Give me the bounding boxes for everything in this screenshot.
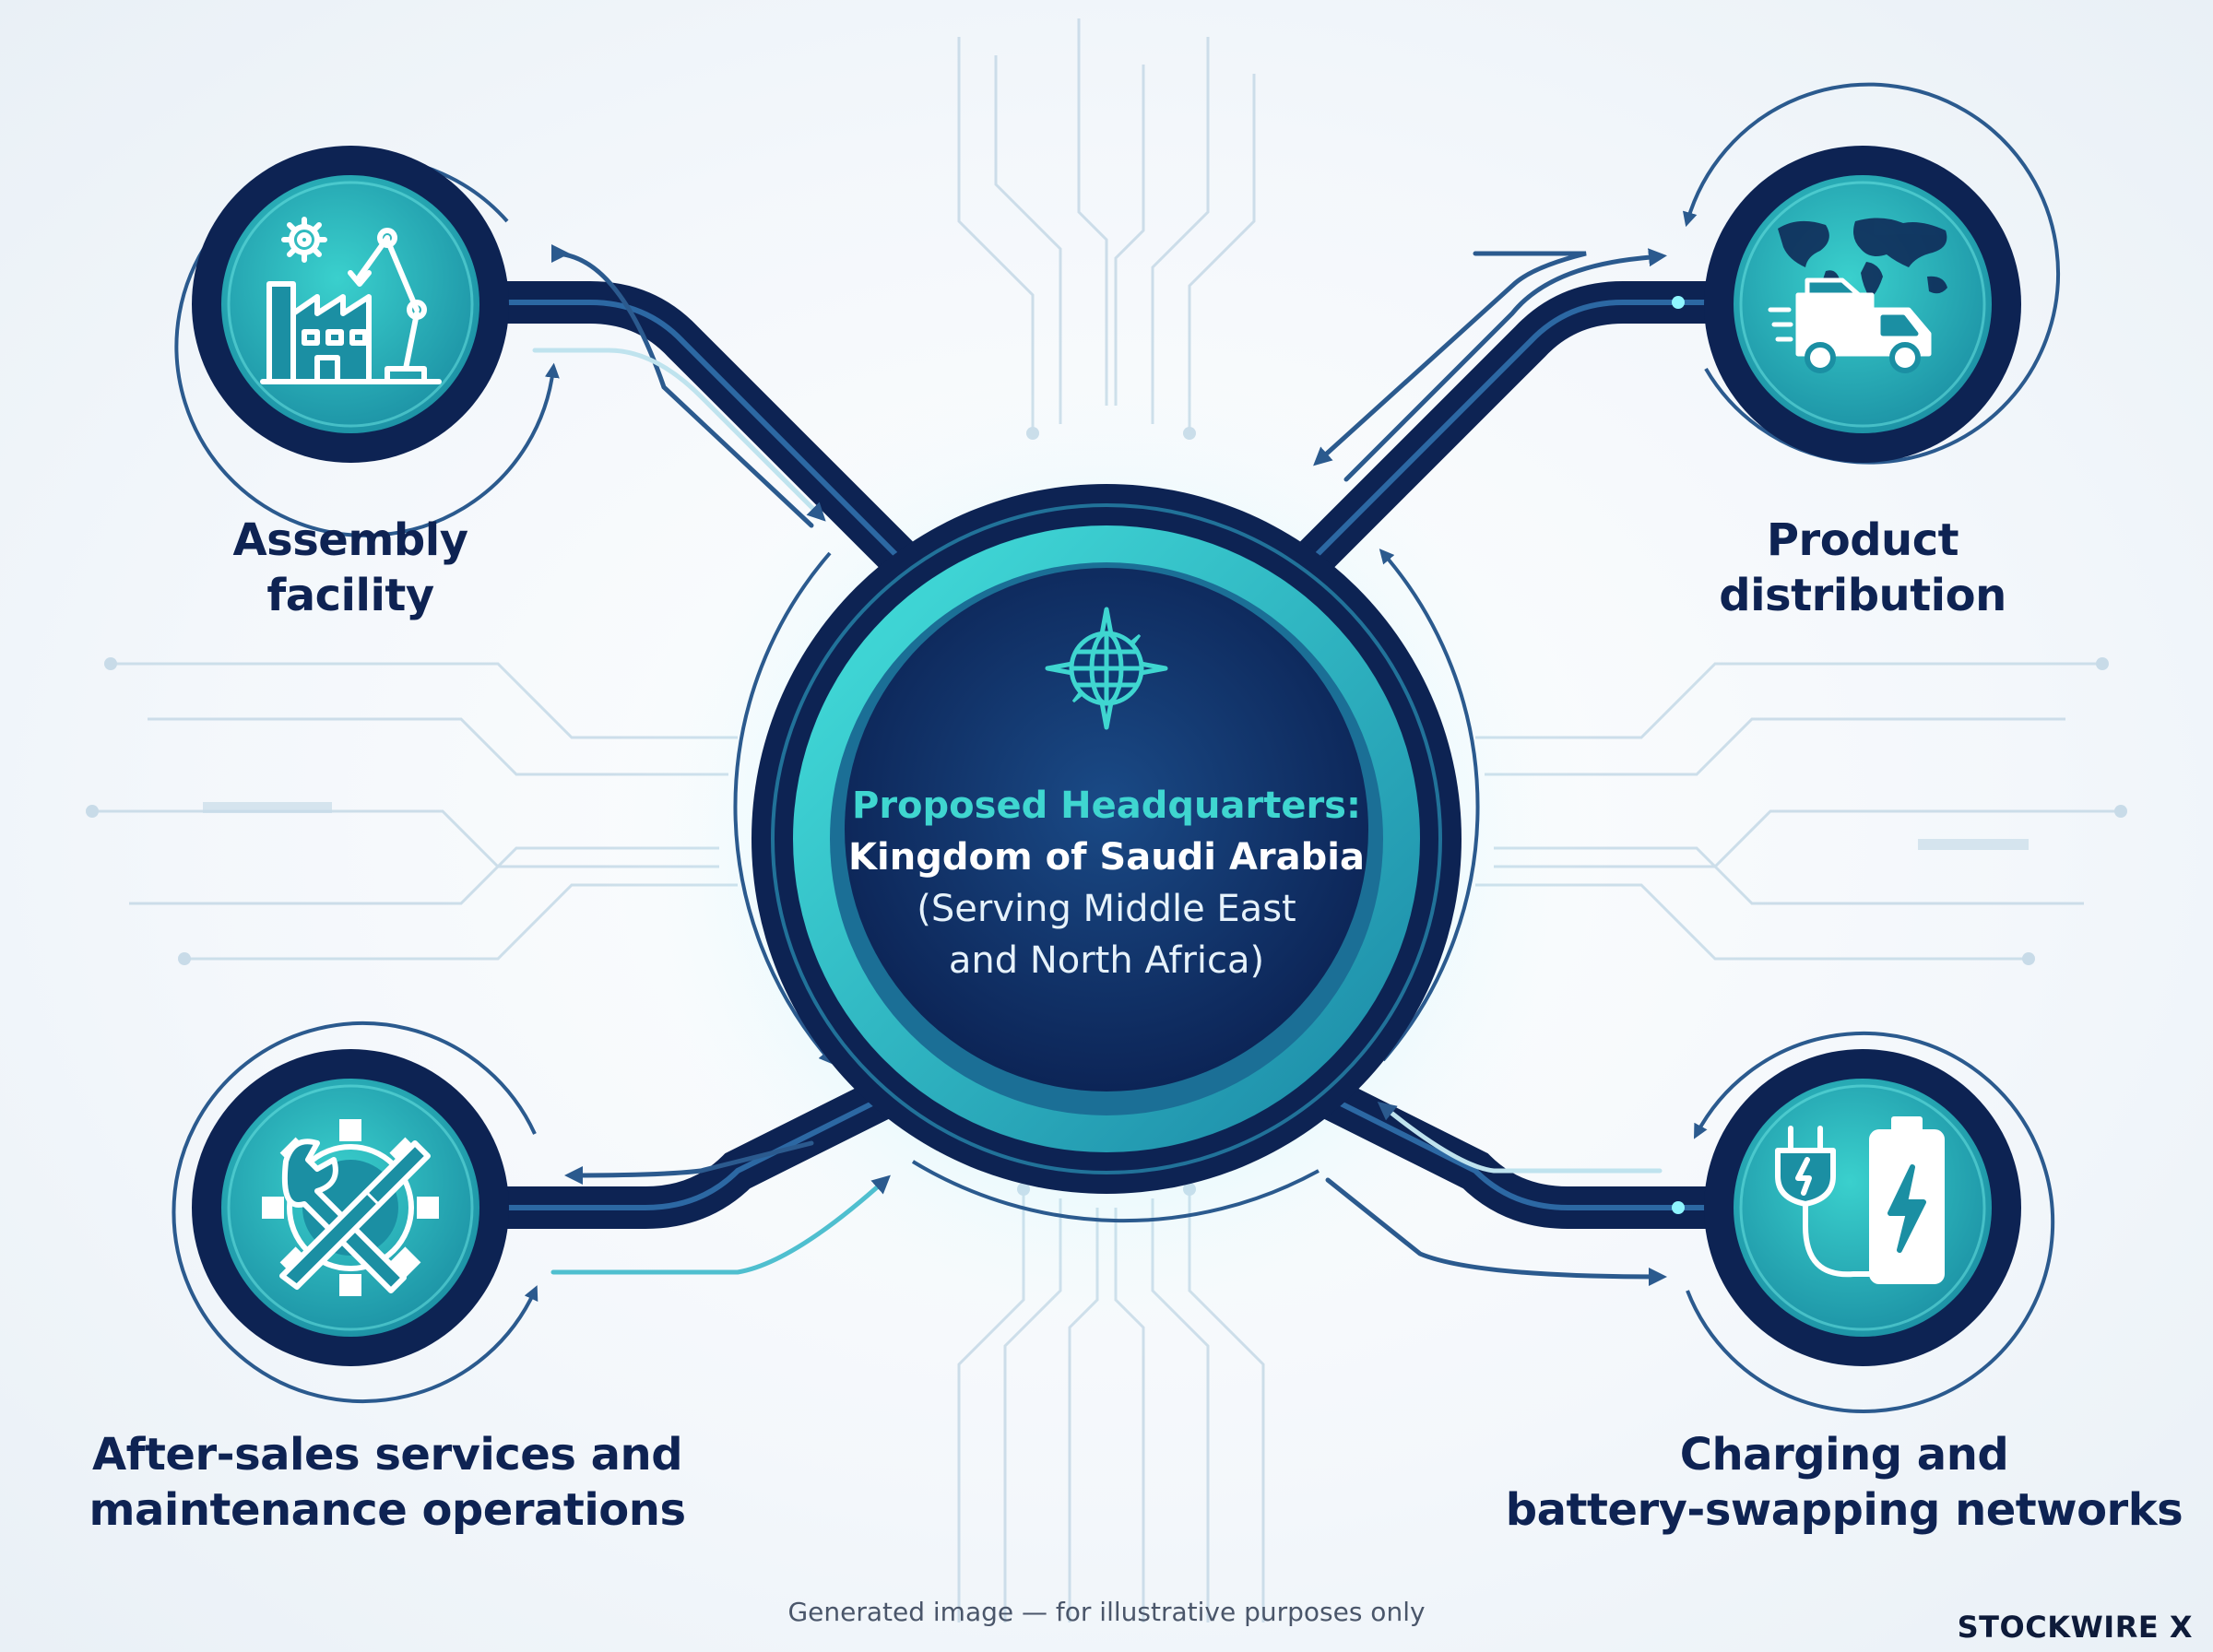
- world-map-delivery-truck-icon: [1768, 218, 1947, 373]
- connector-bands: [329, 281, 1884, 1229]
- node-label-charging: Charging and battery-swapping networks: [1505, 1429, 2183, 1536]
- globe-compass-icon: [1045, 607, 1168, 730]
- hub-subtitle-line2: and North Africa): [948, 939, 1265, 982]
- hub: [751, 484, 1462, 1194]
- node-label-after-sales: After-sales services and maintenance ope…: [89, 1429, 686, 1536]
- node-label-assembly: Assembly facility: [232, 514, 468, 621]
- hub-name: Kingdom of Saudi Arabia: [848, 836, 1365, 879]
- flow-arrows: [532, 244, 1667, 1286]
- factory-robot-arm-icon: [260, 217, 442, 384]
- node-label-distribution: Product distribution: [1719, 514, 2006, 621]
- node-disc-charging: [1704, 1049, 2021, 1366]
- hub-text: Proposed Headquarters: Kingdom of Saudi …: [811, 780, 1402, 986]
- node-disc-assembly: [192, 146, 509, 463]
- plug-battery-icon: [1775, 1116, 1945, 1284]
- footer-note: Generated image — for illustrative purpo…: [787, 1597, 1426, 1627]
- hub-title: Proposed Headquarters:: [852, 785, 1361, 827]
- wrench-screwdriver-gear-icon: [262, 1119, 439, 1296]
- hub-subtitle-line1: (Serving Middle East: [917, 888, 1296, 930]
- brand-logo: STOCKWIRE X: [1957, 1610, 2193, 1645]
